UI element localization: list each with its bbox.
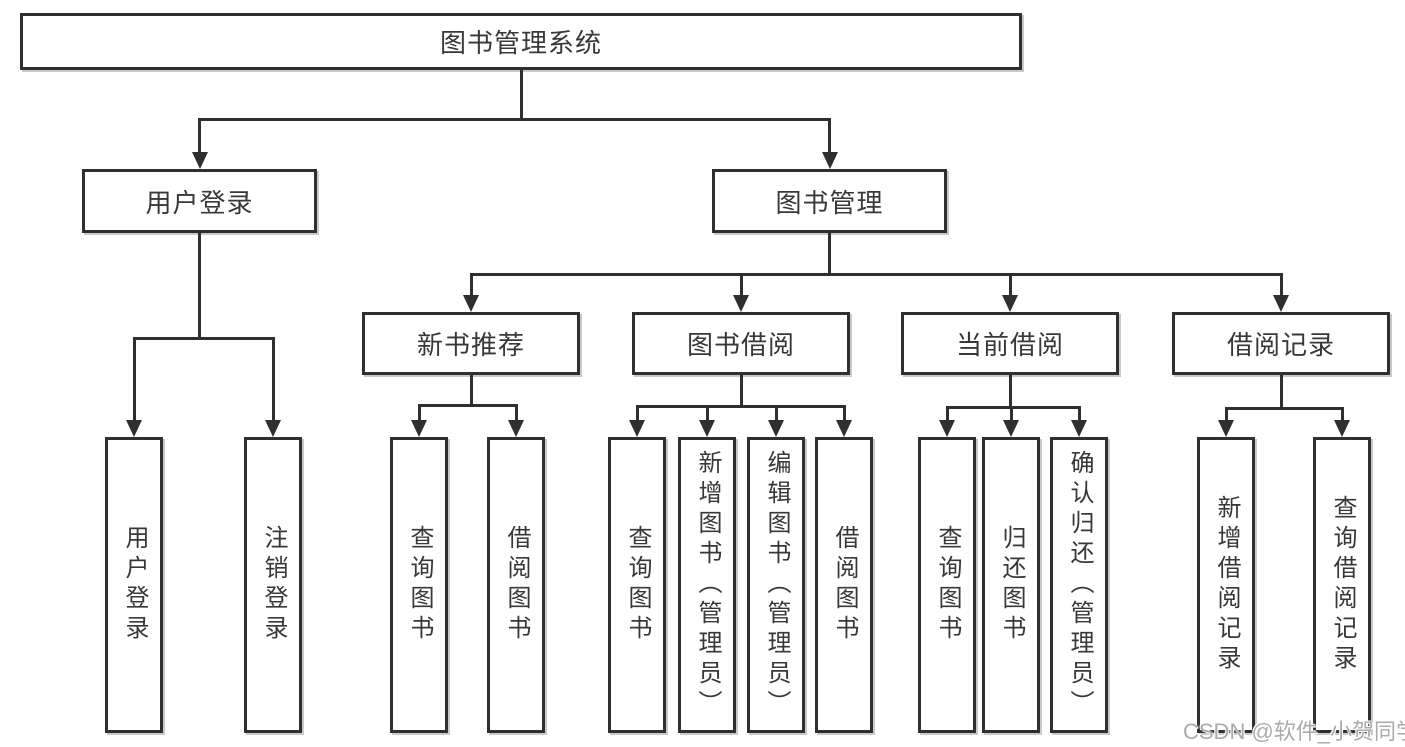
- arrowhead-down-icon: [836, 420, 852, 437]
- edge-line: [198, 118, 831, 121]
- edge-line: [828, 121, 831, 153]
- leaf-label: 注销登录: [260, 525, 287, 645]
- edge-line: [945, 409, 949, 421]
- edge-line: [1340, 410, 1344, 421]
- edge-line: [417, 404, 518, 407]
- edge-line: [1224, 407, 1344, 410]
- edge-line: [1279, 276, 1283, 296]
- leaf-logout: 注销登录: [244, 437, 302, 733]
- edge-line: [739, 375, 743, 405]
- node-current-borrowing: 当前借阅: [901, 312, 1119, 375]
- leaf-confirm-return-admin: 确认归还（管理员）: [1050, 437, 1108, 733]
- arrowhead-down-icon: [768, 420, 784, 437]
- leaf-borrow-books-borrowing: 借阅图书: [815, 437, 873, 733]
- node-label: 图书管理: [775, 187, 884, 218]
- node-book-management: 图书管理: [712, 169, 947, 233]
- csdn-watermark: CSDN @软件_小贺同学: [1183, 719, 1405, 744]
- arrowhead-down-icon: [1218, 420, 1234, 437]
- edge-line: [739, 276, 743, 296]
- node-new-book-recommend: 新书推荐: [362, 312, 580, 375]
- leaf-label: 查询图书: [624, 525, 651, 645]
- leaf-add-borrow-record: 新增借阅记录: [1197, 437, 1255, 733]
- edge-line: [828, 233, 831, 273]
- arrowhead-down-icon: [629, 420, 645, 437]
- edge-line: [1224, 410, 1228, 421]
- leaf-add-books-admin: 新增图书（管理员）: [678, 437, 736, 733]
- arrowhead-down-icon: [1002, 295, 1018, 312]
- leaf-query-books-current: 查询图书: [918, 437, 976, 733]
- edge-line: [635, 408, 639, 421]
- node-borrowing-records: 借阅记录: [1172, 312, 1390, 375]
- edge-line: [1077, 409, 1081, 421]
- edge-line: [1008, 375, 1012, 406]
- leaf-query-books-borrowing: 查询图书: [608, 437, 666, 733]
- leaf-query-borrow-record: 查询借阅记录: [1313, 437, 1371, 733]
- edge-line: [132, 340, 136, 421]
- node-label: 图书借阅: [686, 330, 795, 360]
- arrowhead-down-icon: [508, 420, 524, 437]
- leaf-edit-books-admin: 编辑图书（管理员）: [747, 437, 805, 733]
- edge-line: [519, 70, 523, 118]
- edge-line: [774, 408, 778, 421]
- edge-line: [132, 337, 275, 340]
- node-library-management-system: 图书管理系统: [20, 13, 1022, 70]
- leaf-label: 新增借阅记录: [1213, 495, 1240, 675]
- leaf-label: 查询图书: [934, 525, 961, 645]
- node-book-borrowing: 图书借阅: [632, 312, 850, 375]
- leaf-label: 新增图书（管理员）: [694, 450, 721, 720]
- arrowhead-down-icon: [411, 420, 427, 437]
- arrowhead-down-icon: [1071, 420, 1087, 437]
- edge-line: [945, 406, 1081, 409]
- edge-line: [198, 121, 201, 153]
- arrowhead-down-icon: [191, 152, 208, 169]
- leaf-query-books-recommend: 查询图书: [390, 437, 448, 733]
- leaf-label: 编辑图书（管理员）: [763, 450, 790, 720]
- leaf-label: 确认归还（管理员）: [1066, 450, 1093, 720]
- edge-line: [842, 408, 846, 421]
- arrowhead-down-icon: [463, 295, 479, 312]
- edge-line: [198, 233, 201, 337]
- arrowhead-down-icon: [126, 420, 142, 437]
- edge-line: [1008, 276, 1012, 296]
- leaf-return-books: 归还图书: [982, 437, 1040, 733]
- edge-line: [469, 375, 473, 404]
- leaf-label: 借阅图书: [503, 525, 530, 645]
- leaf-label: 查询借阅记录: [1329, 495, 1356, 675]
- node-label: 图书管理系统: [439, 28, 602, 58]
- edge-line: [635, 405, 846, 408]
- arrowhead-down-icon: [1273, 295, 1289, 312]
- leaf-label: 查询图书: [406, 525, 433, 645]
- arrowhead-down-icon: [699, 420, 715, 437]
- arrowhead-down-icon: [1334, 420, 1350, 437]
- leaf-label: 归还图书: [998, 525, 1025, 645]
- edge-line: [514, 407, 518, 421]
- leaf-label: 用户登录: [121, 525, 148, 645]
- edge-line: [705, 408, 709, 421]
- edge-line: [469, 273, 1283, 276]
- arrowhead-down-icon: [265, 420, 281, 437]
- edge-line: [1279, 375, 1283, 407]
- leaf-user-login: 用户登录: [105, 437, 163, 733]
- leaf-borrow-books-recommend: 借阅图书: [487, 437, 545, 733]
- node-user-login: 用户登录: [82, 169, 317, 233]
- edge-line: [469, 276, 473, 296]
- node-label: 当前借阅: [955, 330, 1064, 360]
- node-label: 新书推荐: [416, 330, 525, 360]
- edge-line: [271, 340, 275, 421]
- arrowhead-down-icon: [733, 295, 749, 312]
- leaf-label: 借阅图书: [831, 525, 858, 645]
- arrowhead-down-icon: [939, 420, 955, 437]
- node-label: 借阅记录: [1226, 330, 1335, 360]
- arrowhead-down-icon: [821, 152, 838, 169]
- arrowhead-down-icon: [1003, 420, 1019, 437]
- edge-line: [1009, 409, 1013, 421]
- edge-line: [417, 407, 421, 421]
- node-label: 用户登录: [145, 187, 254, 218]
